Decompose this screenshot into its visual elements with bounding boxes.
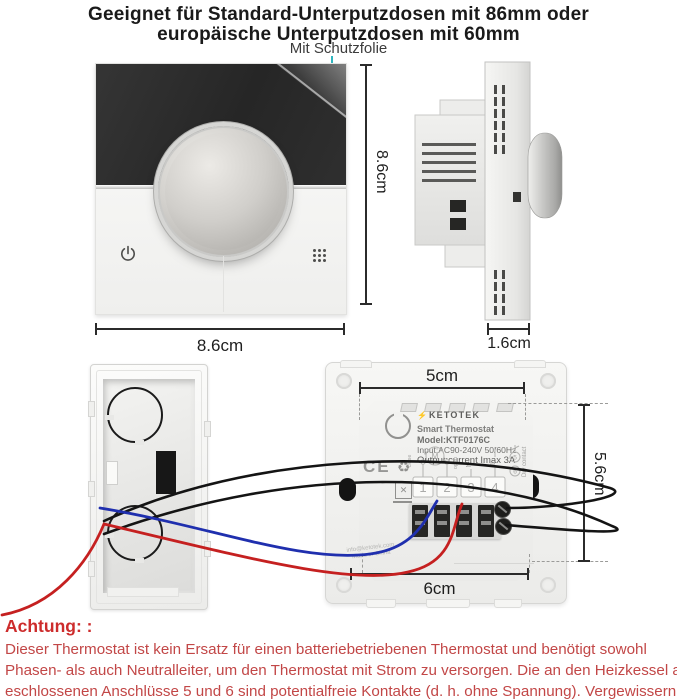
side-terminal-block — [450, 218, 466, 230]
faceplate-vent-dashes — [494, 85, 505, 315]
wall-mounting-box — [88, 364, 211, 610]
live-label: L — [490, 461, 497, 465]
module-vent — [400, 403, 418, 412]
wallbox-bottom-ridge — [107, 587, 179, 597]
wallbox-cable-slot — [156, 451, 176, 494]
side-vent-slits — [422, 143, 476, 182]
module-clip-ring — [385, 412, 411, 439]
plate-tab — [494, 599, 522, 608]
guide-line — [532, 561, 608, 562]
terminal-6-label: 6 — [513, 469, 517, 476]
terminal-number-boxes: 1 2 3 4 — [412, 476, 506, 498]
warning-text-line: eschlossenen Anschlüsse 5 und 6 sind pot… — [5, 683, 677, 699]
side-terminal-block — [450, 200, 466, 212]
front-height-dimension-line — [360, 64, 372, 305]
warning-heading: Achtung: : — [5, 616, 93, 636]
terminal-5-screw — [495, 502, 510, 517]
wallbox-side-slot — [106, 461, 118, 485]
terminal-4-label: 4 — [491, 480, 498, 495]
power-icon — [121, 245, 135, 261]
thermostat-dial — [158, 126, 289, 257]
model-number: Model:KTF0176C — [417, 435, 491, 445]
knockout-circle-top — [105, 387, 163, 445]
plate-molding-line — [454, 563, 534, 564]
terminal-block-2 — [434, 505, 450, 537]
side-mounting-hole — [339, 478, 356, 501]
plate-tab — [426, 599, 470, 608]
warning-text-line: Dieser Thermostat ist kein Ersatz für ei… — [5, 641, 647, 658]
page-title-line-2: europäische Unterputzdosen mit 60mm — [157, 24, 520, 45]
front-width-dimension-label: 8.6cm — [196, 336, 244, 355]
front-height-dimension-label: 8.6cm — [373, 150, 390, 194]
wiring-diagram: M close open N L 1 2 3 4 5 6 Dry contact — [407, 445, 528, 498]
guide-line — [525, 394, 526, 420]
dry-contact-label: Dry contact — [522, 446, 528, 477]
ce-mark: CE — [363, 457, 391, 476]
terminal-block-1 — [412, 505, 428, 537]
brand-logo: ⚡ KETOTEK — [417, 410, 480, 420]
open-label: open — [453, 457, 459, 469]
guide-line — [508, 403, 608, 404]
thermostat-front-view — [95, 63, 347, 315]
close-label: close — [407, 455, 413, 468]
terminal-strip — [409, 503, 501, 539]
faceplate-clip — [513, 192, 521, 202]
neutral-label: N — [466, 462, 473, 467]
front-width-dimension-line — [95, 323, 345, 335]
protective-film-label: Mit Schutzfolie — [289, 40, 388, 57]
back-height-label: 5.6cm — [591, 452, 608, 496]
terminal-block-4 — [478, 505, 494, 537]
side-back-box — [414, 99, 493, 268]
plate-tab — [366, 599, 396, 608]
wallbox-tab — [204, 541, 211, 557]
terminal-1-label: 1 — [419, 480, 426, 495]
corner-screw-hole — [540, 373, 556, 389]
side-faceplate — [484, 61, 531, 321]
wallbox-tab — [88, 481, 95, 497]
corner-screw-hole — [540, 577, 556, 593]
corner-screw-hole — [336, 373, 352, 389]
terminal-3-label: 3 — [467, 480, 474, 495]
terminal-2-label: 2 — [443, 480, 450, 495]
guide-line — [362, 554, 363, 573]
wallbox-tab — [204, 421, 211, 437]
motor-label: M — [432, 452, 439, 461]
thermostat-side-view — [414, 61, 563, 321]
brand-bolt-icon: ⚡ — [417, 410, 427, 420]
menu-grid-icon — [313, 249, 316, 252]
guide-line — [529, 554, 530, 573]
knockout-circle-bottom — [105, 505, 163, 563]
guide-line — [359, 394, 360, 420]
wallbox-tab — [88, 401, 95, 417]
terminal-6-screw — [496, 519, 511, 534]
module-vent — [496, 403, 514, 412]
warning-text-line: Phasen- als auch Neutralleiter, um den T… — [5, 662, 677, 679]
back-height-line — [578, 404, 590, 562]
back-top-width-line — [359, 382, 525, 394]
product-name: Smart Thermostat — [417, 424, 495, 434]
wallbox-tab — [88, 561, 95, 577]
plate-tab — [340, 360, 372, 368]
back-bottom-width-label: 6cm — [423, 579, 456, 598]
brand-name: KETOTEK — [428, 410, 481, 420]
warning-section: Achtung: : Dieser Thermostat ist kein Er… — [5, 616, 677, 699]
dial-surface — [165, 133, 282, 250]
page-title-line-1: Geeignet für Standard-Unterputzdosen mit… — [88, 4, 589, 25]
terminal-5-label: 5 — [513, 455, 517, 462]
panel-seam — [223, 256, 224, 312]
protective-film-corner — [275, 64, 346, 119]
side-dial-knob — [527, 132, 563, 219]
back-top-width-label: 5cm — [425, 366, 459, 385]
side-depth-dimension-label: 1.6cm — [487, 335, 531, 352]
back-bottom-width-line — [350, 568, 529, 580]
plate-tab — [514, 360, 546, 368]
side-depth-dimension-line — [487, 323, 530, 335]
input-rating: Input:AC90-240V 50/60Hz — [417, 445, 517, 455]
terminal-block-3 — [456, 505, 472, 537]
